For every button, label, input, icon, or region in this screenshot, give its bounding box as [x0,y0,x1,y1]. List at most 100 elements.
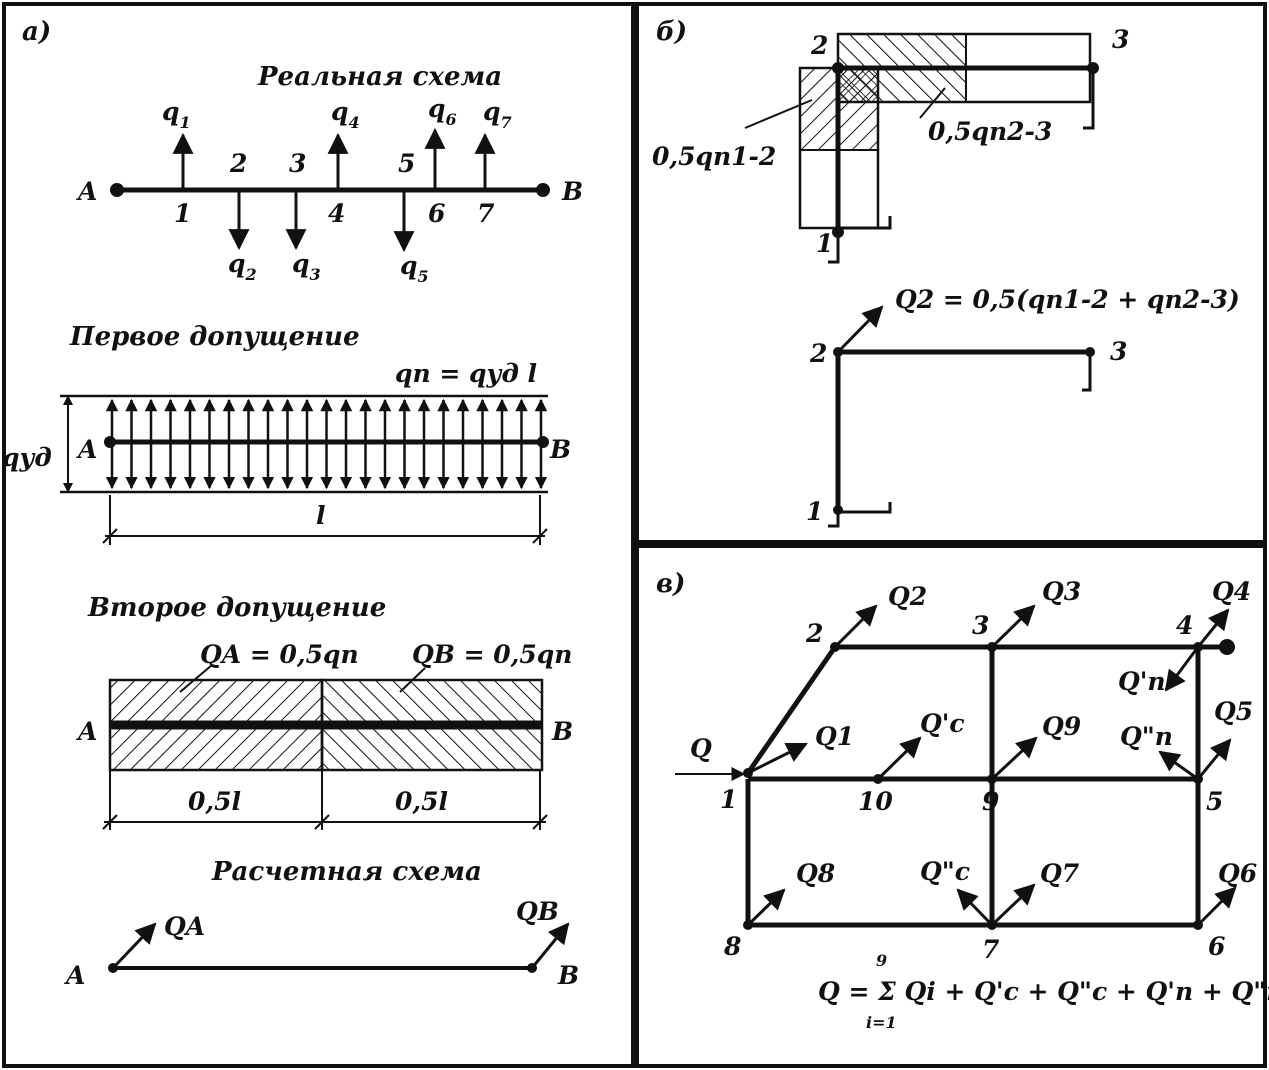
b-bottom-node-2: 2 [809,339,827,368]
real-node-7: 7 [477,199,495,228]
real-node-6: 6 [428,199,445,228]
split-load-block [108,664,544,772]
real-scheme-title: Реальная схема [257,62,502,92]
qud-label: qуд [2,443,52,472]
force-q5-arrow [1196,738,1232,780]
calc-force-qb [530,922,570,969]
v-node-7: 7 [982,935,1000,964]
first-assumption-title: Первое допущение [69,322,360,352]
calc-scheme-title: Расчетная схема [211,857,482,887]
force-q7-label: Q7 [1040,859,1080,888]
force-q4-arrow [1196,608,1230,648]
calc-end-a: A [64,961,85,990]
force-qc2-label: Q"c [920,857,970,886]
q2-formula: Q2 = 0,5(qп1-2 + qп2-3) [895,285,1240,314]
panel-a: а) Реальная схема A B 1 2 3 4 5 6 7 q1 q [2,17,583,990]
force-q3-arrow [990,604,1036,649]
force-q1-label: Q1 [815,722,854,751]
real-node-1: 1 [174,199,191,228]
real-node-4: 4 [328,199,345,228]
force-qn1-label: Q'n [1118,667,1166,696]
uniform-load-arrows [105,398,548,490]
force-q5-label: Q5 [1214,697,1253,726]
force-q6-label: Q6 [1218,859,1257,888]
real-load-arrows [172,127,496,253]
calc-scheme-beam [108,922,570,973]
v-node-9: 9 [982,787,999,816]
calc-qa-label: QA [164,912,205,941]
length-label: l [316,501,326,530]
load-label-q7: q7 [483,97,512,132]
half-length-right: 0,5l [395,787,448,816]
real-node-3: 3 [289,149,306,178]
half-length-dimension [102,770,548,830]
b-bottom-node-1: 1 [806,497,823,526]
b-top-node-2: 2 [810,31,828,60]
force-q8-arrow [746,888,786,927]
summation-formula: Q = Σ Qi + Q'c + Q"c + Q'n + Q"n [818,977,1269,1006]
qa-half-label: QA = 0,5qп [200,640,359,669]
half-length-left: 0,5l [188,787,241,816]
v-node-1: 1 [720,785,737,814]
node-4-end [1219,639,1235,655]
real-end-b: B [561,177,583,206]
force-q8-label: Q8 [796,859,835,888]
input-force-q-label: Q [690,734,712,763]
first-assumption-formula: qп = qуд l [395,359,537,388]
v-node-4: 4 [1176,611,1193,640]
load-label-q1: q1 [162,97,191,132]
force-q3-label: Q3 [1042,577,1081,606]
v-node-10: 10 [858,787,893,816]
b-top-node-1: 1 [816,229,833,258]
support-a-node [110,183,124,197]
force-q9-arrow [990,736,1038,781]
v-node-2: 2 [805,619,823,648]
force-q2-arrow-v [833,604,878,649]
first-end-a: A [76,435,97,464]
load-label-q4: q4 [331,97,360,132]
force-q1-arrow [747,742,808,775]
panel-b: б) 2 3 1 0,5qп1-2 0,5qп2-3 [652,17,1240,528]
real-scheme-beam [110,183,550,197]
force-q7-arrow [990,883,1036,927]
second-end-b: B [551,717,573,746]
support-b-node [536,183,550,197]
calc-force-qa [111,922,157,970]
force-qn1-arrow [1164,646,1200,692]
v-node-8: 8 [723,932,741,961]
load-label-q2: q2 [228,249,257,284]
v-node-5: 5 [1206,787,1223,816]
v-node-3: 3 [972,611,989,640]
second-assumption-title: Второе допущение [87,593,386,623]
calc-qb-label: QB [516,897,559,926]
force-qc1-arrow [876,736,922,781]
panel-v-letter: в) [656,569,685,599]
label-half-q23: 0,5qп2-3 [928,117,1052,146]
v-node-6: 6 [1208,932,1225,961]
b-bottom-node-3: 3 [1110,337,1127,366]
real-node-5: 5 [398,149,415,178]
formula-upper-limit: 9 [876,951,887,970]
load-label-q5: q5 [400,251,429,286]
second-end-a: A [76,717,97,746]
b-top-node-3: 3 [1112,25,1129,54]
uniform-load-block [60,394,549,494]
calc-end-b: B [557,961,579,990]
influence-areas [744,32,1099,264]
force-q9-label: Q9 [1042,712,1081,741]
label-half-q12: 0,5qп1-2 [652,142,776,171]
force-q2-label: Q2 [888,582,927,611]
load-label-q3: q3 [292,249,321,284]
load-label-q6: q6 [428,94,457,129]
panel-v: в) [656,569,1269,1032]
force-qc1-label: Q'c [920,709,965,738]
force-qc2-arrow [956,888,994,927]
real-end-a: A [76,177,97,206]
panel-a-letter: а) [22,17,51,47]
force-qn2-arrow [1158,750,1199,781]
force-q4-label: Q4 [1212,577,1251,606]
panel-b-letter: б) [656,17,687,47]
frame-q2-scheme [828,305,1095,528]
